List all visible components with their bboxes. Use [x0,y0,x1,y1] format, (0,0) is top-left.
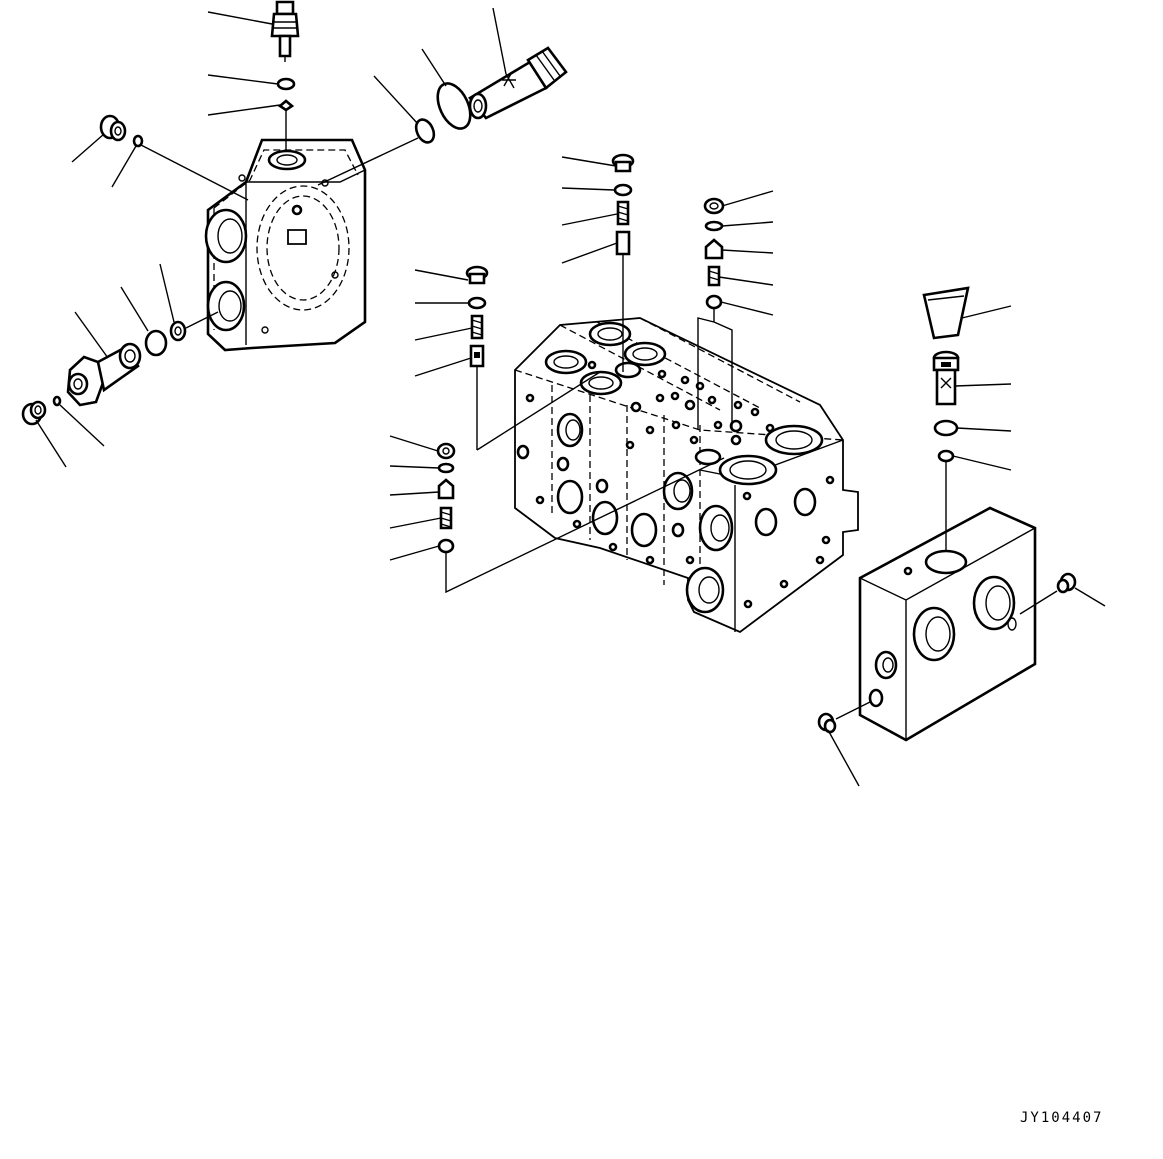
seat-part [707,296,721,308]
poppet-part [439,480,453,498]
plug-part [705,199,723,213]
seat-part [439,540,453,552]
poppet-part [617,232,629,254]
spring-part [472,316,482,338]
lower-check-valve-stack [438,444,724,592]
plug-part [467,267,487,283]
poppet-part [706,240,722,258]
plug-part [613,155,633,171]
plug-part [819,714,835,732]
plug-part [23,402,45,424]
main-relief-cartridge [470,48,566,118]
left-end-section [206,140,365,350]
spring-part [709,267,719,285]
o-ring-part [935,421,957,435]
o-ring-part [134,136,142,146]
relief-cartridge-part [934,352,958,404]
plug-part [1058,574,1075,592]
o-ring-part [278,79,294,89]
poppet-part [471,346,483,366]
o-ring-part [615,185,631,195]
plug-part [101,116,125,140]
ball-part [280,101,292,110]
o-ring-part [431,78,477,133]
right-check-valve-stack [698,199,732,430]
backup-ring-part [413,117,438,146]
backup-ring-part [171,322,185,340]
leader-lines [36,8,1105,786]
o-ring-part [439,464,453,472]
backup-ring-part [939,451,953,461]
right-parts [819,288,1075,732]
centre-check-valve-stack [613,155,633,372]
spring-part [441,508,451,528]
main-valve-block [515,318,858,632]
plug-part [438,444,454,458]
o-ring-part [146,331,166,355]
left-check-valve-stack [467,267,600,450]
cap-part [924,288,968,338]
o-ring-part [706,222,722,230]
drawing-code-label: JY104407 [1020,1110,1104,1126]
o-ring-part [469,298,485,308]
spring-part [618,202,628,224]
pressure-sensor-part [272,2,298,62]
o-ring-part [54,397,60,405]
right-end-section [860,508,1035,740]
